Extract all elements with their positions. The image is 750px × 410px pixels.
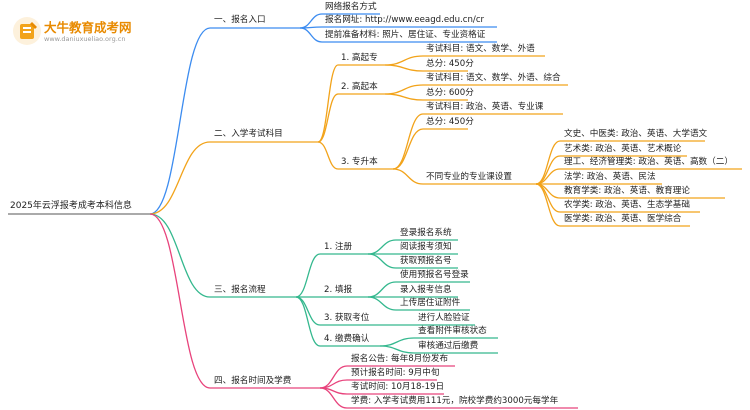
leaf-node: 预计报名时间: 9月中旬 xyxy=(351,368,440,378)
branch-registration-process: 三、报名流程 xyxy=(214,285,266,295)
node-major-courses: 不同专业的专业课设置 xyxy=(426,172,512,182)
leaf-node: 医学类: 政治、英语、医学综合 xyxy=(564,214,682,224)
connector-curve xyxy=(317,141,339,170)
node-get-seat: 3. 获取考位 xyxy=(324,313,370,323)
connector-curve xyxy=(535,183,561,227)
leaf-node: 阅读报考须知 xyxy=(400,242,452,252)
connector-curve xyxy=(149,141,211,215)
connector-curve xyxy=(384,84,424,95)
connector-curve xyxy=(384,64,424,72)
node-zhuanshengben: 3. 专升本 xyxy=(341,157,378,167)
connector-curve xyxy=(299,13,323,29)
node-gaoqizhuan: 1. 高起专 xyxy=(341,53,378,63)
connector-curve xyxy=(384,55,424,66)
leaf-node: 提前准备材料: 照片、居住证、专业资格证 xyxy=(325,30,486,40)
connector-curve xyxy=(149,213,211,389)
connector-curve xyxy=(367,239,397,255)
root-node: 2025年云浮报考成考本科信息 xyxy=(10,201,132,211)
leaf-node: 总分: 600分 xyxy=(426,88,474,98)
logo xyxy=(10,12,160,52)
leaf-node: 总分: 450分 xyxy=(426,117,474,127)
connector-curve xyxy=(379,337,415,347)
leaf-node: 理工、经济管理类: 政治、英语、高数（二） xyxy=(564,157,733,167)
connector-curve xyxy=(379,345,415,354)
connector-curve xyxy=(319,387,348,409)
leaf-node: 进行人脸验证 xyxy=(418,313,470,323)
connector-curve xyxy=(299,27,323,43)
connector-curve xyxy=(367,281,397,298)
leaf-node: 网络报名方式 xyxy=(325,2,377,12)
connector-curve xyxy=(367,296,397,311)
leaf-node: 教育学类: 政治、英语、教育理论 xyxy=(564,186,690,196)
leaf-node: 考试科目: 语文、数学、外语、综合 xyxy=(426,73,561,83)
connector-curve xyxy=(392,168,424,185)
leaf-node: 学费: 入学考试费用111元，院校学费约3000元每学年 xyxy=(351,396,559,406)
logo-title: 大牛教育成考网 xyxy=(44,20,132,35)
leaf-node: 考试时间: 10月18-19日 xyxy=(351,382,445,392)
node-gaoqiben: 2. 高起本 xyxy=(341,82,378,92)
node-fill-in: 2. 填报 xyxy=(324,285,353,295)
book-icon xyxy=(13,17,41,45)
leaf-node: 文史、中医类: 政治、英语、大学语文 xyxy=(564,129,708,139)
branch-exam-subjects: 二、入学考试科目 xyxy=(214,129,283,139)
leaf-node: 审核通过后缴费 xyxy=(418,341,479,351)
leaf-node: 总分: 450分 xyxy=(426,59,474,69)
connector-curve xyxy=(367,253,397,269)
leaf-node: 考试科目: 政治、英语、专业课 xyxy=(426,102,544,112)
branch-registration-entry: 一、报名入口 xyxy=(214,15,266,25)
leaf-node: 查看附件审核状态 xyxy=(418,326,487,336)
connector-curve xyxy=(149,27,211,215)
connector-curve xyxy=(392,113,424,170)
node-register: 1. 注册 xyxy=(324,242,353,252)
leaf-node: 使用预报名号登录 xyxy=(400,270,469,280)
branch-time-and-fees: 四、报名时间及学费 xyxy=(214,376,292,386)
connector-curve xyxy=(295,253,321,298)
leaf-node: 法学: 政治、英语、民法 xyxy=(564,172,656,182)
leaf-node: 艺术类: 政治、英语、艺术概论 xyxy=(564,144,682,154)
leaf-node: 考试科目: 语文、数学、外语 xyxy=(426,44,535,54)
connector-curve xyxy=(535,140,561,185)
connector-curve xyxy=(317,64,339,143)
leaf-node: 登录报名系统 xyxy=(400,228,452,238)
connector-curve xyxy=(392,128,424,170)
leaf-node: 报名网址: http://www.eeagd.edu.cn/cr xyxy=(325,15,485,25)
connector-curve xyxy=(295,296,321,347)
leaf-node: 上传居住证附件 xyxy=(400,298,461,308)
connector-curve xyxy=(149,213,211,298)
logo-url: www.daniuxueliao.org.cn xyxy=(44,35,126,43)
leaf-node: 报名公告: 每年8月份发布 xyxy=(351,354,449,364)
connector-curve xyxy=(317,93,339,143)
leaf-node: 获取预报名号 xyxy=(400,256,452,266)
leaf-node: 农学类: 政治、英语、生态学基础 xyxy=(564,200,690,210)
node-payment: 4. 缴费确认 xyxy=(324,334,370,344)
connector-curve xyxy=(384,93,424,101)
leaf-node: 录入报考信息 xyxy=(400,285,452,295)
